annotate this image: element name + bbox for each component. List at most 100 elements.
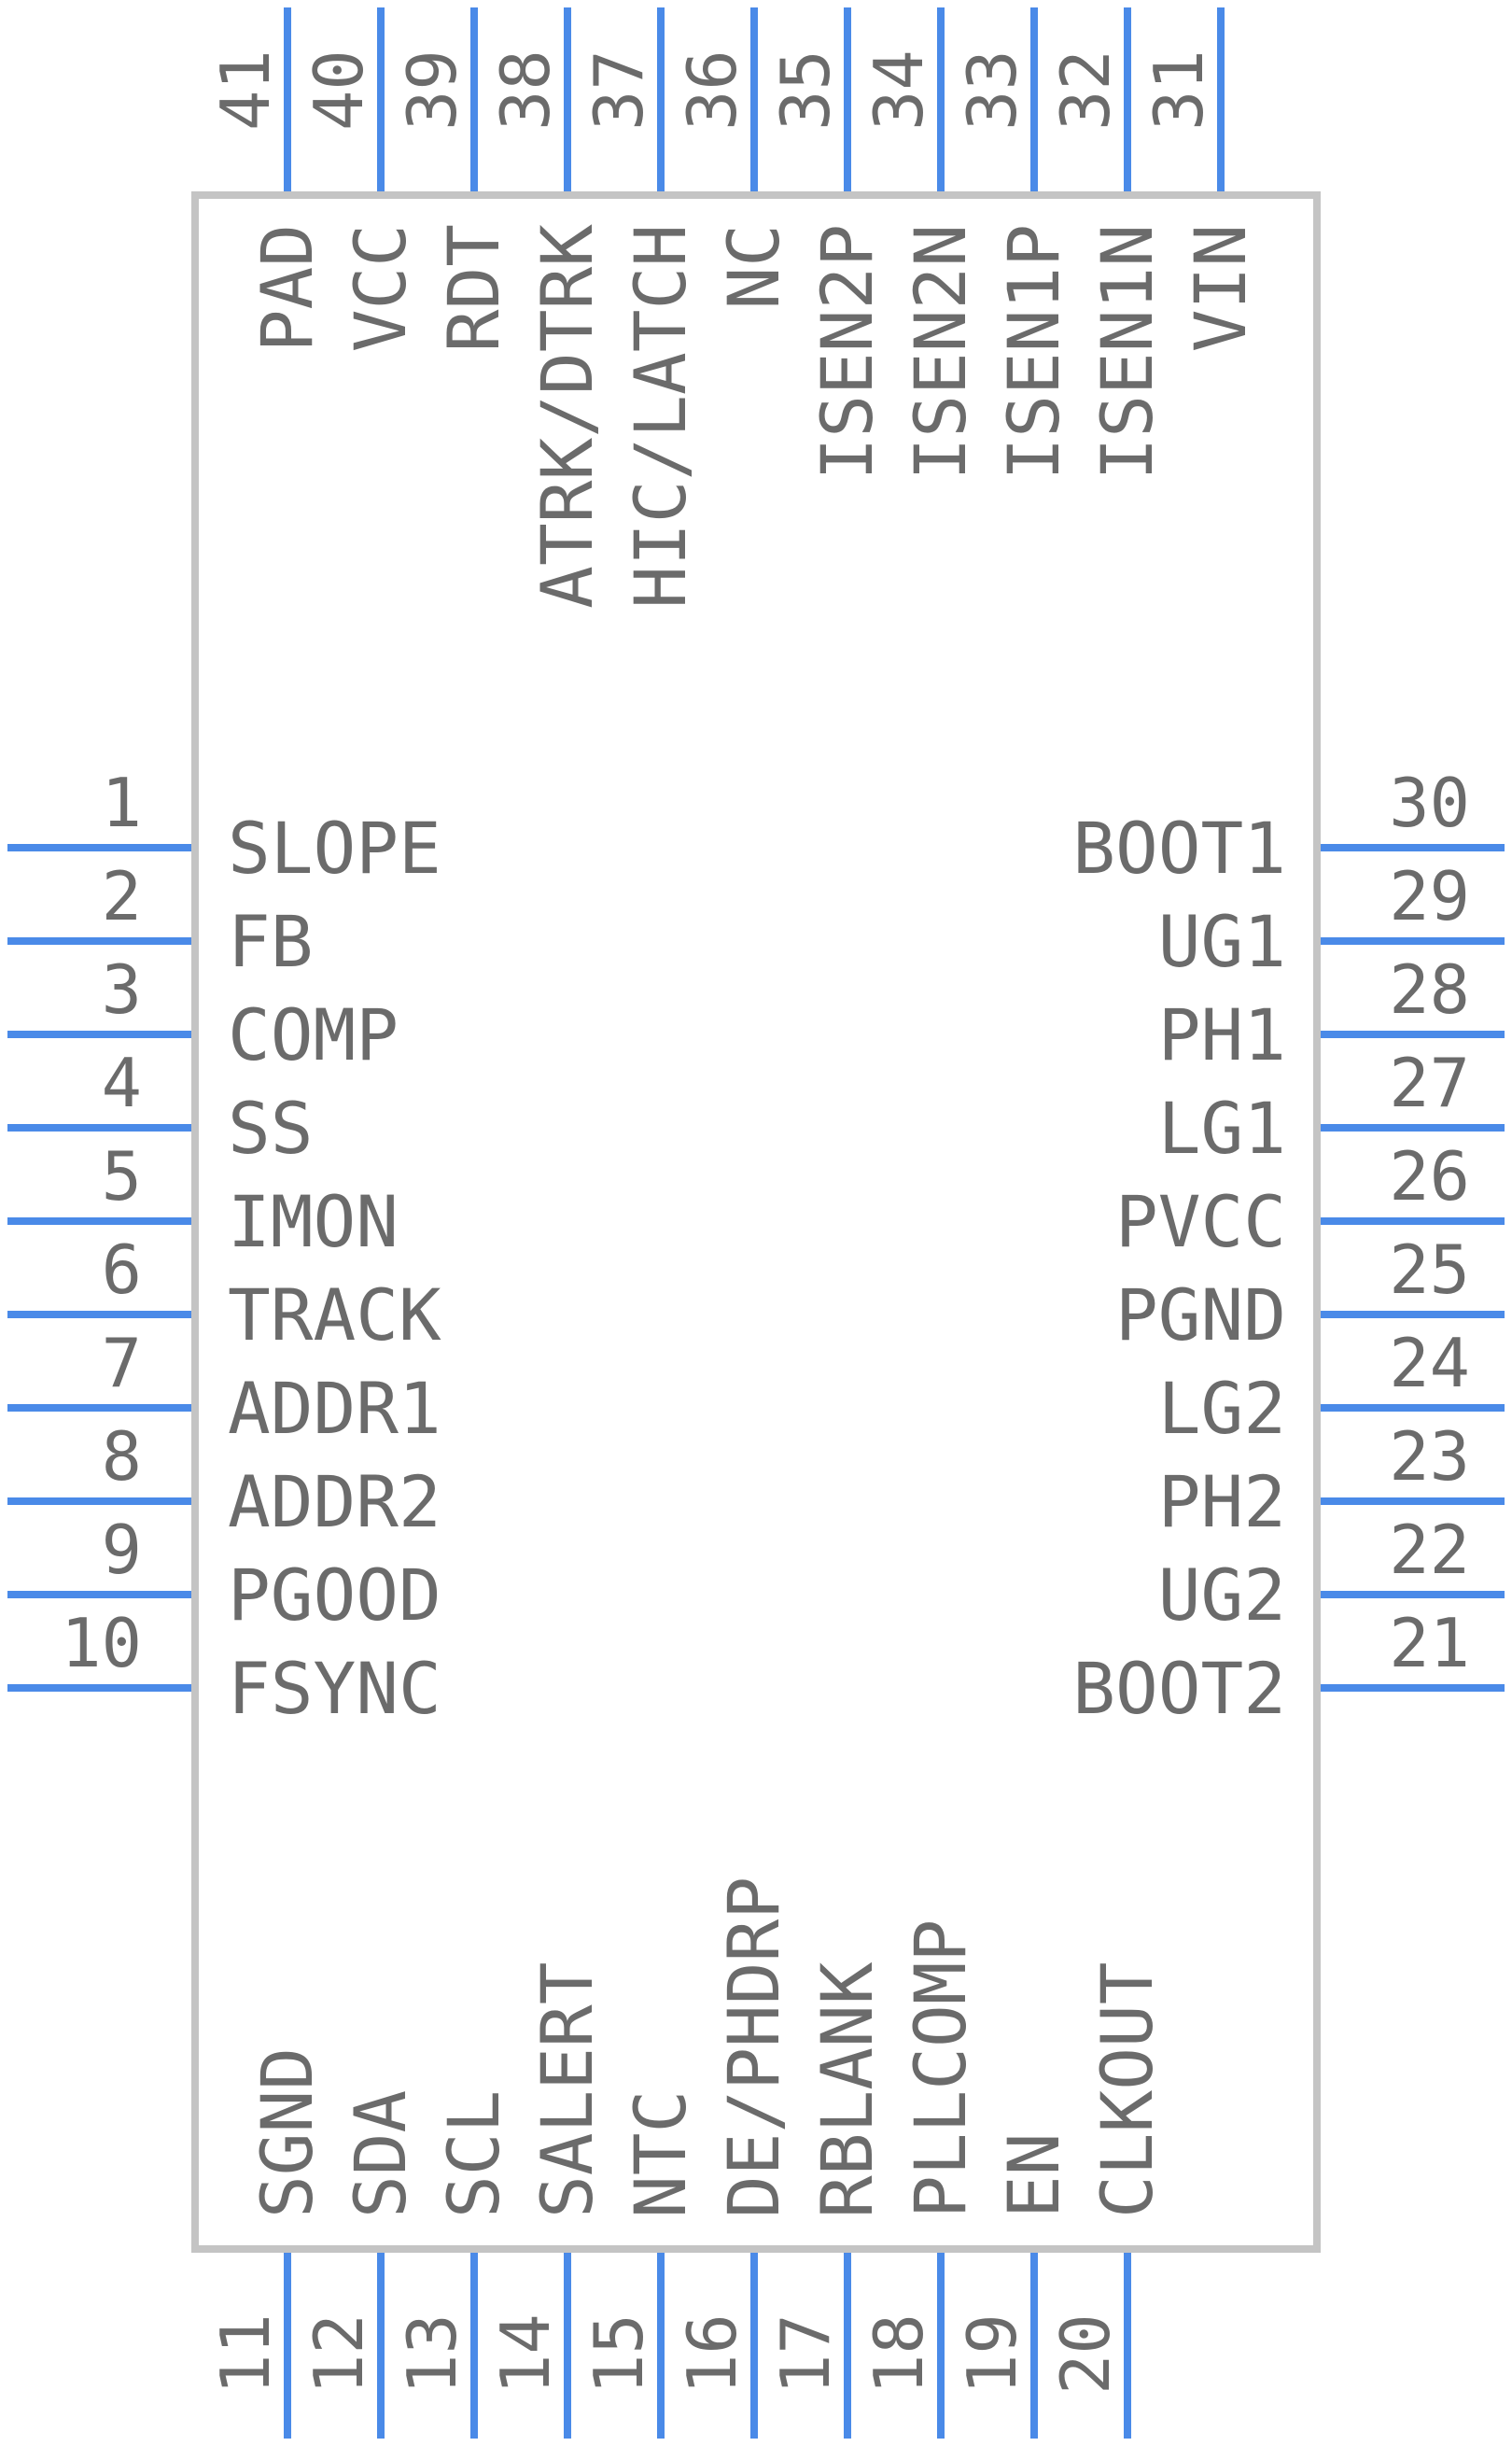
pin-name: ISEN1P — [992, 224, 1075, 481]
pin-name: VCC — [339, 224, 422, 352]
pin-name: SGND — [245, 2047, 329, 2218]
pin-name: NTC — [619, 2090, 702, 2218]
pin-number: 22 — [1389, 1511, 1470, 1589]
pin-number: 41 — [206, 49, 285, 131]
pin-number: 5 — [102, 1137, 142, 1216]
pin-name: PGND — [1115, 1273, 1286, 1357]
pin-name: ADDR1 — [228, 1367, 441, 1450]
pin-name: LG2 — [1158, 1367, 1286, 1450]
pin-4: 4SS — [7, 1044, 314, 1170]
pin-name: RDT — [432, 224, 515, 352]
pin-number: 39 — [393, 49, 471, 131]
pin-number: 16 — [673, 2313, 751, 2395]
pin-number: 30 — [1389, 764, 1470, 842]
pin-name: ISEN2P — [805, 224, 889, 481]
bottom-pin-group: 11SGND12SDA13SCL14SALERT15NTC16DE/PHDRP1… — [206, 1877, 1169, 2439]
pin-number: 20 — [1046, 2313, 1125, 2395]
pin-number: 32 — [1046, 49, 1125, 131]
pin-name: TRACK — [228, 1273, 441, 1357]
pin-name: VIN — [1179, 224, 1262, 352]
pin-number: 24 — [1389, 1324, 1470, 1402]
pin-number: 13 — [393, 2313, 471, 2395]
pin-number: 6 — [102, 1230, 142, 1309]
pin-number: 14 — [486, 2313, 565, 2395]
pin-number: 15 — [580, 2313, 658, 2395]
pin-name: PH1 — [1158, 993, 1286, 1076]
pin-name: COMP — [228, 993, 399, 1076]
pin-name: ISEN2N — [899, 224, 982, 481]
pin-name: SCL — [432, 2090, 515, 2218]
pin-name: FSYNC — [228, 1647, 441, 1730]
pin-number: 11 — [206, 2313, 285, 2395]
pin-name: PH2 — [1158, 1460, 1286, 1543]
pin-name: PLLCOMP — [899, 1919, 982, 2218]
pin-number: 18 — [860, 2313, 938, 2395]
pin-number: 1 — [102, 764, 142, 842]
pin-number: 33 — [953, 49, 1031, 131]
pin-number: 36 — [673, 49, 751, 131]
pin-name: PAD — [245, 224, 329, 352]
pin-number: 40 — [300, 49, 378, 131]
right-pin-group: 30BOOT129UG128PH127LG126PVCC25PGND24LG22… — [1072, 764, 1505, 1730]
pin-name: ISEN1N — [1085, 224, 1169, 481]
pin-number: 29 — [1389, 857, 1470, 935]
pin-name: UG2 — [1158, 1553, 1286, 1637]
pin-name: FB — [228, 900, 314, 983]
pin-number: 10 — [61, 1604, 142, 1682]
pin-name: LG1 — [1158, 1087, 1286, 1170]
pin-2: 2FB — [7, 857, 314, 983]
pin-number: 17 — [766, 2313, 845, 2395]
pin-name: HIC/LATCH — [619, 224, 702, 609]
pin-name: ATRK/DTRK — [525, 224, 609, 609]
pin-name: SDA — [339, 2090, 422, 2218]
pin-name: BOOT1 — [1072, 807, 1286, 890]
pin-number: 4 — [102, 1044, 142, 1122]
left-pin-group: 1SLOPE2FB3COMP4SS5IMON6TRACK7ADDR18ADDR2… — [7, 764, 441, 1730]
pin-name: NC — [712, 224, 795, 310]
pin-number: 38 — [486, 49, 565, 131]
top-pin-group: 41PAD40VCC39RDT38ATRK/DTRK37HIC/LATCH36N… — [206, 7, 1262, 609]
pin-name: IMON — [228, 1180, 399, 1263]
pin-name: PGOOD — [228, 1553, 441, 1637]
pin-name: EN — [992, 2132, 1075, 2218]
pin-name: CLKOUT — [1085, 1961, 1169, 2218]
pin-number: 21 — [1389, 1604, 1470, 1682]
pin-number: 28 — [1389, 950, 1470, 1029]
pin-name: SS — [228, 1087, 314, 1170]
pin-13: 13 SCL — [393, 2090, 515, 2439]
pin-number: 27 — [1389, 1044, 1470, 1122]
pin-11: 11 SGND — [206, 2047, 329, 2439]
pin-number: 37 — [580, 49, 658, 131]
pin-number: 26 — [1389, 1137, 1470, 1216]
pin-number: 23 — [1389, 1417, 1470, 1496]
pin-name: ADDR2 — [228, 1460, 441, 1543]
pin-number: 2 — [102, 857, 142, 935]
pin-number: 7 — [102, 1324, 142, 1402]
